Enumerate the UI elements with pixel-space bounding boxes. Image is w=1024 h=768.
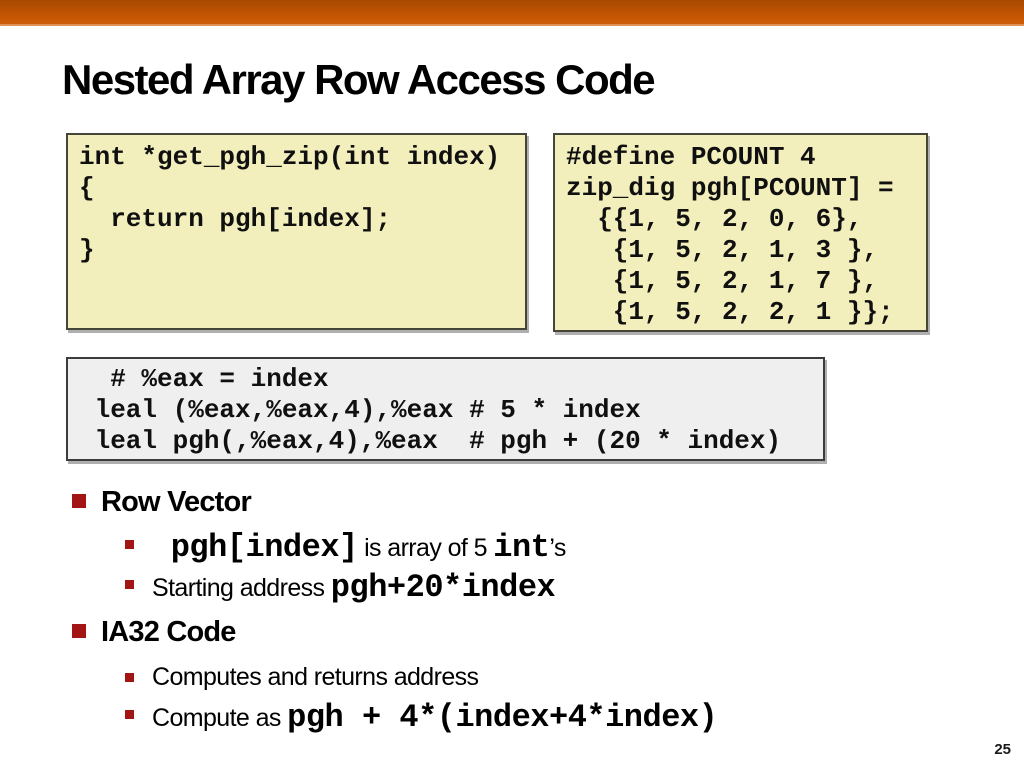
header-bar bbox=[0, 0, 1024, 26]
bullet-text: Row Vector bbox=[101, 486, 252, 518]
code-line: zip_dig pgh[PCOUNT] = bbox=[566, 173, 894, 203]
code-line: int *get_pgh_zip(int index) bbox=[79, 142, 501, 172]
ia32-assembly-code-box: # %eax = index leal (%eax,%eax,4),%eax #… bbox=[66, 357, 825, 461]
code-line: {1, 5, 2, 2, 1 }}; bbox=[566, 297, 894, 327]
bullet-item: Row Vector bbox=[72, 485, 252, 519]
bullet-item: Compute as pgh + 4*(index+4*index) bbox=[125, 697, 718, 739]
bullet-item: Computes and returns address bbox=[125, 660, 479, 694]
code-line: { bbox=[79, 173, 95, 203]
bullet-text: Computes and returns address bbox=[152, 663, 479, 691]
bullet-text: pgh+20*index bbox=[330, 569, 556, 606]
bullet-text: ’s bbox=[549, 534, 566, 562]
c-function-code-box: int *get_pgh_zip(int index){ return pgh[… bbox=[66, 133, 527, 330]
bullet-text: pgh[index] bbox=[152, 529, 359, 566]
bullet-item: pgh[index] is array of 5 int’s bbox=[125, 527, 566, 569]
bullet-square-icon bbox=[125, 710, 134, 719]
code-line: {{1, 5, 2, 0, 6}, bbox=[566, 204, 863, 234]
bullet-text: int bbox=[493, 529, 550, 566]
bullet-square-icon bbox=[72, 624, 86, 638]
page-title: Nested Array Row Access Code bbox=[62, 56, 656, 103]
bullet-text: Starting address bbox=[152, 574, 331, 602]
code-line: {1, 5, 2, 1, 7 }, bbox=[566, 266, 879, 296]
code-line: {1, 5, 2, 1, 3 }, bbox=[566, 235, 879, 265]
code-line: #define PCOUNT 4 bbox=[566, 142, 816, 172]
code-line: leal (%eax,%eax,4),%eax # 5 * index bbox=[79, 395, 641, 425]
code-line: } bbox=[79, 235, 95, 265]
bullet-square-icon bbox=[125, 580, 134, 589]
bullet-text: IA32 Code bbox=[101, 616, 236, 648]
code-line: leal pgh(,%eax,4),%eax # pgh + (20 * ind… bbox=[79, 426, 782, 456]
bullet-text: is array of 5 bbox=[357, 534, 494, 562]
code-line: # %eax = index bbox=[79, 364, 329, 394]
bullet-item: Starting address pgh+20*index bbox=[125, 567, 556, 609]
bullet-item: IA32 Code bbox=[72, 615, 236, 649]
bullet-square-icon bbox=[125, 673, 134, 682]
page-number: 25 bbox=[994, 741, 1011, 758]
bullet-square-icon bbox=[125, 540, 134, 549]
bullet-text: Compute as bbox=[152, 704, 288, 732]
bullet-square-icon bbox=[72, 494, 86, 508]
bullet-text: pgh + 4*(index+4*index) bbox=[287, 699, 718, 736]
code-line: return pgh[index]; bbox=[79, 204, 392, 234]
